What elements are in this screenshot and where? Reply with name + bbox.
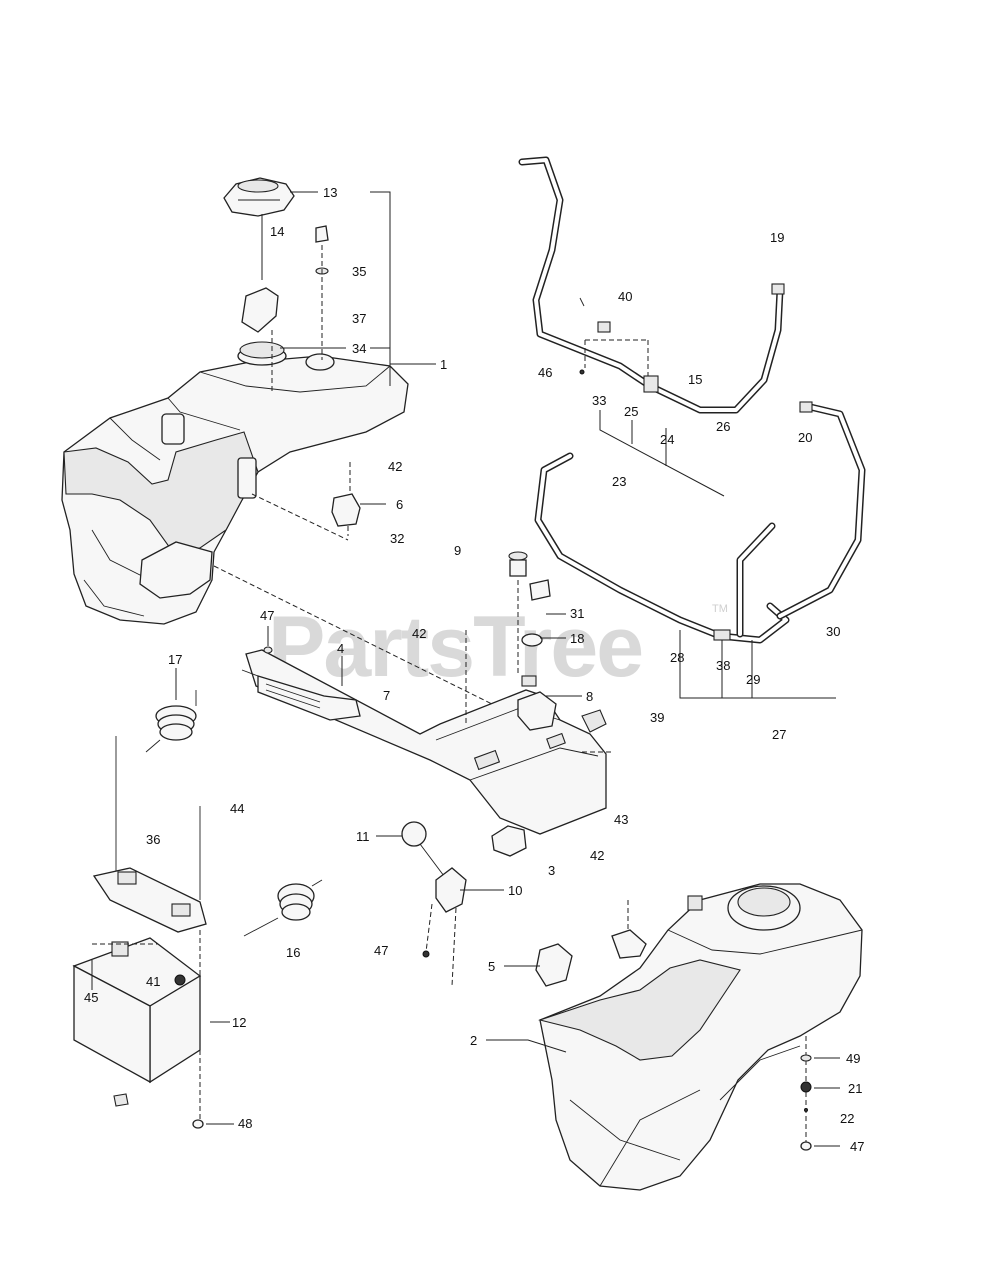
callout-10: 10 <box>508 883 522 898</box>
tee-38 <box>713 629 731 641</box>
washer-stack <box>800 1036 812 1151</box>
callout-17: 17 <box>168 652 182 667</box>
callout-3: 3 <box>548 863 555 878</box>
callout-33: 33 <box>592 393 606 408</box>
callout-31: 31 <box>570 606 584 621</box>
switch-31 <box>529 579 551 601</box>
bumper <box>491 825 527 857</box>
callout-13: 13 <box>323 185 337 200</box>
spring-40 <box>579 297 585 307</box>
bracket-lower <box>611 929 647 959</box>
switch-5 <box>535 943 573 987</box>
lower-tank-assembly <box>538 883 863 1191</box>
callout-25: 25 <box>624 404 638 419</box>
group-bracket-27 <box>679 630 836 699</box>
callout-8: 8 <box>586 689 593 704</box>
fuel-cap <box>223 177 295 217</box>
callout-49: 49 <box>846 1051 860 1066</box>
assembly-line-b <box>251 493 349 541</box>
fuel-hose-lower <box>534 402 866 644</box>
clip-8b <box>581 709 607 733</box>
callout-15: 15 <box>688 372 702 387</box>
throttle-cable-4 <box>241 669 361 721</box>
callout-9: 9 <box>454 543 461 558</box>
callout-16: 16 <box>286 945 300 960</box>
nut-18 <box>521 633 543 647</box>
callout-4: 4 <box>337 641 344 656</box>
callout-19: 19 <box>770 230 784 245</box>
battery-12 <box>72 930 202 1122</box>
callout-35: 35 <box>352 264 366 279</box>
callout-27: 27 <box>772 727 786 742</box>
bushing-9 <box>509 559 527 577</box>
screw-46 <box>579 369 585 375</box>
spring-17 <box>145 690 197 753</box>
callout-43: 43 <box>614 812 628 827</box>
callout-23: 23 <box>612 474 626 489</box>
fuel-strainer <box>241 287 279 333</box>
callout-42-lower: 42 <box>590 848 604 863</box>
callout-45: 45 <box>84 990 98 1005</box>
switch-8 <box>517 691 557 731</box>
callout-28: 28 <box>670 650 684 665</box>
callout-20: 20 <box>798 430 812 445</box>
callout-18: 18 <box>570 631 584 646</box>
callout-47-lower: 47 <box>850 1139 864 1154</box>
nut-48 <box>192 1119 204 1129</box>
callout-38: 38 <box>716 658 730 673</box>
callout-32: 32 <box>390 531 404 546</box>
callout-2: 2 <box>470 1033 477 1048</box>
callout-37: 37 <box>352 311 366 326</box>
callout-6: 6 <box>396 497 403 512</box>
bracket-6 <box>331 462 361 536</box>
callout-29: 29 <box>746 672 760 687</box>
callout-47-mid: 47 <box>374 943 388 958</box>
callout-44: 44 <box>230 801 244 816</box>
callout-40: 40 <box>618 289 632 304</box>
upper-tank-assembly <box>61 341 409 625</box>
fuel-valve-15 <box>643 375 659 393</box>
callout-39: 39 <box>650 710 664 725</box>
assembly-line-a <box>213 565 497 707</box>
gauge-clip <box>315 225 329 243</box>
nut-47a <box>263 646 273 654</box>
callout-47-upper: 47 <box>260 608 274 623</box>
callout-14: 14 <box>270 224 284 239</box>
clamp-19 <box>771 283 785 295</box>
washer-9 <box>508 551 528 561</box>
callout-labels: 13 14 35 37 34 1 42 6 32 9 19 40 46 15 3… <box>84 185 864 1154</box>
shift-lever <box>401 821 467 987</box>
battery-holddown <box>92 736 207 933</box>
fitting-40 <box>597 321 611 333</box>
spring-16 <box>243 879 323 937</box>
grommet <box>521 675 537 687</box>
callout-7: 7 <box>383 688 390 703</box>
callout-36: 36 <box>146 832 160 847</box>
watermark-text: PartsTree <box>268 599 642 695</box>
fuel-hose-upper <box>518 156 784 414</box>
callout-21: 21 <box>848 1081 862 1096</box>
callout-30: 30 <box>826 624 840 639</box>
callout-34: 34 <box>352 341 366 356</box>
callout-42-upper: 42 <box>388 459 402 474</box>
group-bracket-23 <box>599 410 725 497</box>
callout-41: 41 <box>146 974 160 989</box>
callout-42-mid: 42 <box>412 626 426 641</box>
callout-12: 12 <box>232 1015 246 1030</box>
callout-24: 24 <box>660 432 674 447</box>
callout-5: 5 <box>488 959 495 974</box>
clamp-20 <box>799 401 813 413</box>
watermark-trademark: TM <box>712 603 728 615</box>
callout-26: 26 <box>716 419 730 434</box>
leader-lines <box>91 191 840 1147</box>
callout-22: 22 <box>840 1111 854 1126</box>
control-panel-3 <box>245 649 614 835</box>
callout-48: 48 <box>238 1116 252 1131</box>
callout-46: 46 <box>538 365 552 380</box>
callout-1: 1 <box>440 357 447 372</box>
callout-11: 11 <box>356 829 370 844</box>
